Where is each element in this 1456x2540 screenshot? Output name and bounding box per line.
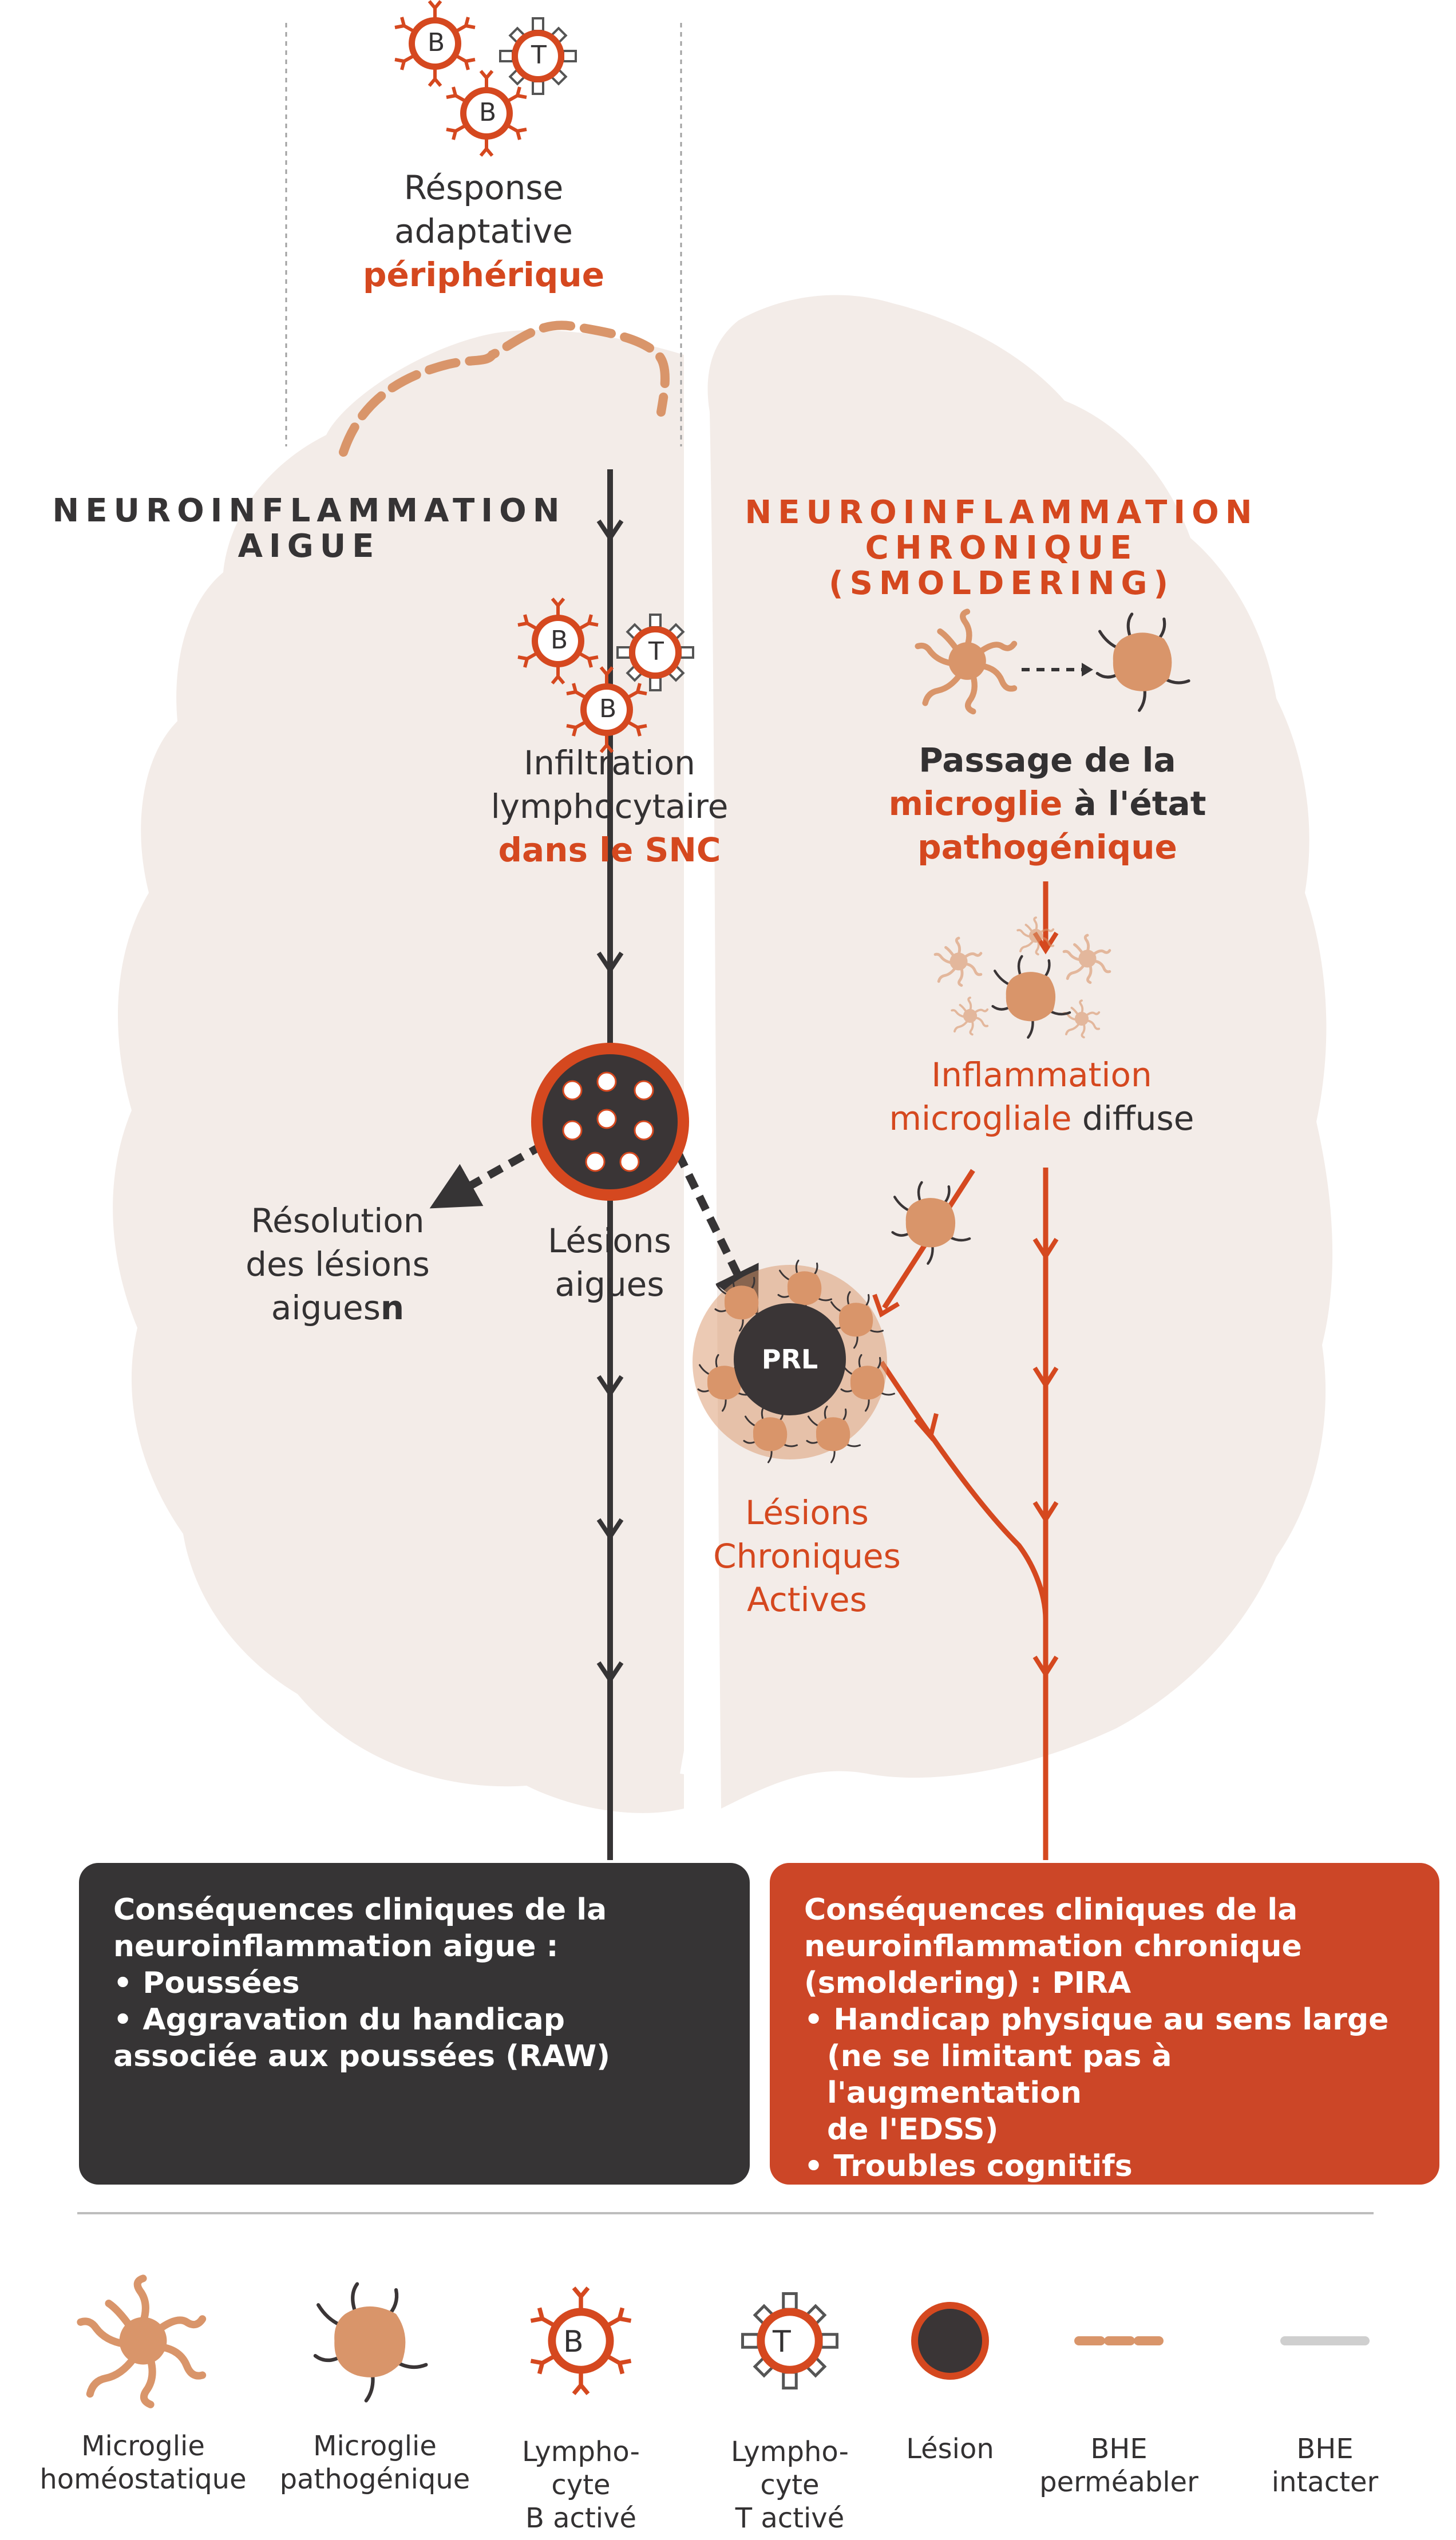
brain-left-hemisphere (113, 330, 685, 1813)
arrow-down-icon (596, 519, 624, 543)
legend-microglia-pathogenic-icon (315, 2284, 426, 2401)
arrow-down-icon (596, 951, 624, 975)
infiltration-label: Infiltration lymphocytaire dans le SNC (490, 743, 729, 869)
arrow-down-icon (1032, 1501, 1059, 1524)
legend-microglia-homeostatic-icon (81, 2278, 203, 2404)
legend-lesion-icon (911, 2302, 989, 2380)
legend-b-cell-icon (531, 2288, 631, 2394)
diffuse-inflammation-label: Inflammation microgliale diffuse (889, 1055, 1194, 1138)
arrow-down-icon (1032, 1237, 1059, 1261)
acute-consequences-box: Conséquences cliniques de la neuroinflam… (79, 1863, 750, 2185)
legend-t-cell-icon (743, 2294, 837, 2388)
brain-silhouette (113, 295, 1333, 1813)
arrow-down-icon (596, 1661, 624, 1684)
chronic-active-lesions-label: Lésions Chroniques Actives (713, 1493, 901, 1619)
bhe-permeable-arc (339, 321, 670, 457)
legend-icons (81, 2278, 1370, 2404)
chronic-consequences-box: Conséquences cliniques de la neuroinflam… (770, 1863, 1439, 2185)
peripheral-response-label: Résponse adaptative périphérique (362, 168, 605, 294)
arrow-down-icon (1032, 1655, 1059, 1679)
chronic-pathway-lines (872, 881, 1059, 1860)
chronic-heading: NEUROINFLAMMATION CHRONIQUE (SMOLDERING) (745, 494, 1259, 602)
microglia-passage-label: Passage de la microglie à l'état pathogé… (888, 741, 1206, 867)
acute-lesions-label: Lésions aigues (548, 1221, 671, 1304)
prl-label: PRL (761, 1344, 818, 1375)
acute-lesion (531, 1043, 689, 1201)
brain-right-hemisphere (707, 295, 1333, 1809)
legend-lesion-label: Lésion (906, 2433, 994, 2465)
arrow-down-icon (596, 1518, 624, 1541)
arrow-down-icon (596, 1375, 624, 1398)
acute-heading: NEUROINFLAMMATION AIGUE (52, 492, 566, 565)
prl-lesion (693, 1260, 895, 1463)
arrow-down-icon (1032, 1366, 1059, 1390)
resolution-label: Résolution des lésions aiguesn (246, 1201, 430, 1327)
